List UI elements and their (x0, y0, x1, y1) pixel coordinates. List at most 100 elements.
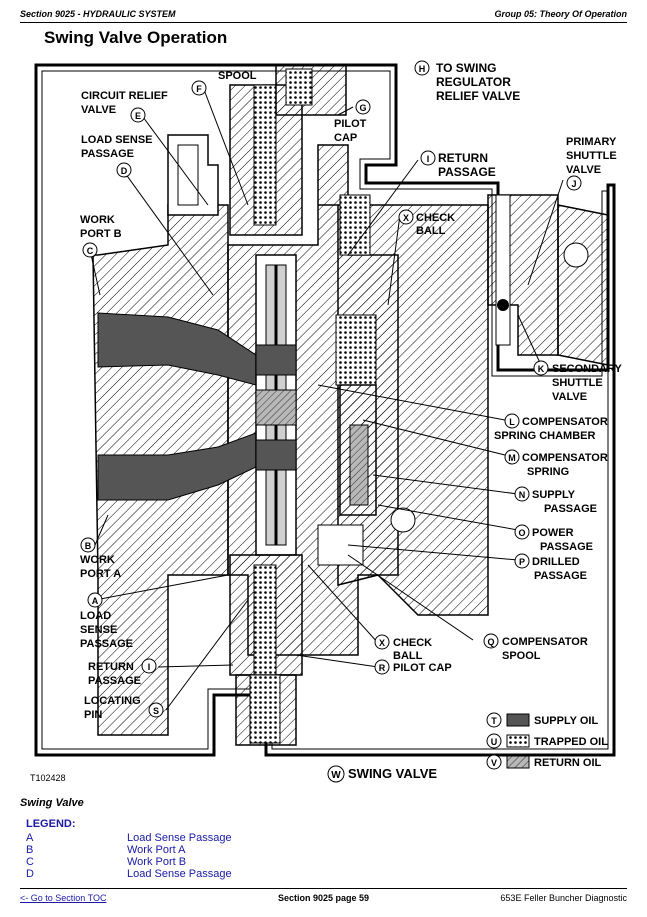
label-work-b-2: PORT B (80, 228, 122, 240)
page-title: Swing Valve Operation (44, 28, 228, 47)
label-spool: SPOOL (218, 70, 257, 82)
legend-title: LEGEND: (26, 818, 76, 830)
label-x-2: BALL (416, 225, 446, 237)
label-ls-a-2: SENSE (80, 624, 117, 636)
legend-key: A (26, 832, 34, 844)
return-oil-swatch (506, 755, 530, 769)
label-p-1: DRILLED (532, 556, 580, 568)
callout-e: E (135, 111, 141, 121)
legend-key: B (26, 844, 34, 856)
label-loc-2: PIN (84, 709, 102, 721)
swing-valve-diagram: SPOOL F CIRCUIT RELIEF VALVE E LOAD SENS… (30, 60, 623, 783)
label-ret-b-1: RETURN (88, 661, 134, 673)
label-l-1: COMPENSATOR (522, 416, 608, 428)
label-g-2: CAP (334, 132, 357, 144)
label-q-2: SPOOL (502, 650, 541, 662)
label-i-2: PASSAGE (438, 165, 496, 179)
supply-oil-swatch (506, 713, 530, 727)
callout-t: T (491, 716, 497, 726)
label-k-3: VALVE (552, 391, 587, 403)
callout-h: H (419, 64, 426, 74)
callout-x-bottom: X (379, 638, 385, 648)
label-supply-oil: SUPPLY OIL (534, 715, 598, 727)
label-l-2: SPRING CHAMBER (494, 430, 596, 442)
callout-x: X (403, 213, 409, 223)
label-ret-b-2: PASSAGE (88, 675, 141, 687)
callout-d: D (121, 166, 128, 176)
legend-row: D Load Sense Passage (26, 868, 326, 881)
label-ls-a-3: PASSAGE (80, 638, 133, 650)
page-header: Section 9025 - HYDRAULIC SYSTEM Group 05… (20, 7, 627, 23)
callout-m: M (508, 453, 516, 463)
label-o-1: POWER (532, 527, 574, 539)
label-xb-1: CHECK (393, 637, 432, 649)
label-n-2: PASSAGE (544, 503, 597, 515)
footer-divider (20, 888, 627, 889)
legend-row: C Work Port B (26, 856, 326, 869)
callout-u: U (491, 737, 498, 747)
page-number: Section 9025 page 59 (277, 893, 370, 903)
trapped-oil-swatch (506, 734, 530, 748)
label-ps-3: VALVE (566, 164, 601, 176)
label-n-1: SUPPLY (532, 489, 576, 501)
callout-s: S (153, 706, 159, 716)
legend-row: A Load Sense Passage (26, 832, 326, 845)
callout-k: K (538, 364, 545, 374)
figure-caption: Swing Valve (20, 797, 84, 809)
callout-q: Q (487, 637, 494, 647)
label-circuit-relief-1: CIRCUIT RELIEF (81, 90, 168, 102)
label-loc-1: LOCATING (84, 695, 141, 707)
label-h-1: TO SWING (436, 61, 496, 75)
label-g-1: PILOT (334, 118, 367, 130)
label-ls-passage-2: PASSAGE (81, 148, 134, 160)
label-h-3: RELIEF VALVE (436, 89, 520, 103)
callout-v: V (491, 758, 497, 768)
callout-a: A (92, 596, 99, 606)
callout-n: N (519, 490, 526, 500)
callout-w: W (331, 770, 341, 781)
callout-f: F (196, 84, 202, 94)
label-m-1: COMPENSATOR (522, 452, 608, 464)
label-ls-passage-1: LOAD SENSE (81, 134, 153, 146)
label-i-1: RETURN (438, 151, 488, 165)
callout-i: I (427, 154, 430, 164)
callout-r: R (379, 663, 386, 673)
callout-j: J (571, 179, 576, 189)
legend-value: Work Port A (127, 844, 186, 856)
label-trapped-oil: TRAPPED OIL (534, 736, 608, 748)
label-x-1: CHECK (416, 212, 455, 224)
legend-value: Work Port B (127, 856, 187, 868)
label-ps-1: PRIMARY (566, 136, 617, 148)
valve-housing-outline (34, 63, 616, 757)
legend-value: Load Sense Passage (127, 868, 232, 880)
manual-title: 653E Feller Buncher Diagnostic (500, 893, 627, 903)
label-work-a-1: WORK (80, 554, 115, 566)
callout-p: P (519, 557, 525, 567)
callout-l: L (509, 417, 515, 427)
legend-value: Load Sense Passage (127, 832, 232, 844)
callout-c: C (87, 246, 94, 256)
label-work-b-1: WORK (80, 214, 115, 226)
group-title: Group 05: Theory Of Operation (494, 9, 627, 19)
label-r-1: PILOT CAP (393, 662, 452, 674)
legend-key: C (26, 856, 34, 868)
label-q-1: COMPENSATOR (502, 636, 588, 648)
label-xb-2: BALL (393, 650, 423, 662)
callout-b: B (85, 541, 92, 551)
legend-key: D (26, 868, 34, 880)
label-h-2: REGULATOR (436, 75, 511, 89)
section-title: Section 9025 - HYDRAULIC SYSTEM (20, 9, 176, 19)
label-ps-2: SHUTTLE (566, 150, 617, 162)
label-work-a-2: PORT A (80, 568, 121, 580)
label-k-2: SHUTTLE (552, 377, 603, 389)
label-swing-valve: SWING VALVE (348, 766, 437, 781)
label-return-oil: RETURN OIL (534, 757, 602, 769)
callout-o: O (518, 528, 525, 538)
label-o-2: PASSAGE (540, 541, 593, 553)
label-k-1: SECONDARY (552, 363, 623, 375)
label-p-2: PASSAGE (534, 570, 587, 582)
go-to-toc-link[interactable]: <- Go to Section TOC (20, 893, 107, 903)
label-m-2: SPRING (527, 466, 569, 478)
callout-i-bottom: I (148, 662, 151, 672)
label-ls-a-1: LOAD (80, 610, 111, 622)
